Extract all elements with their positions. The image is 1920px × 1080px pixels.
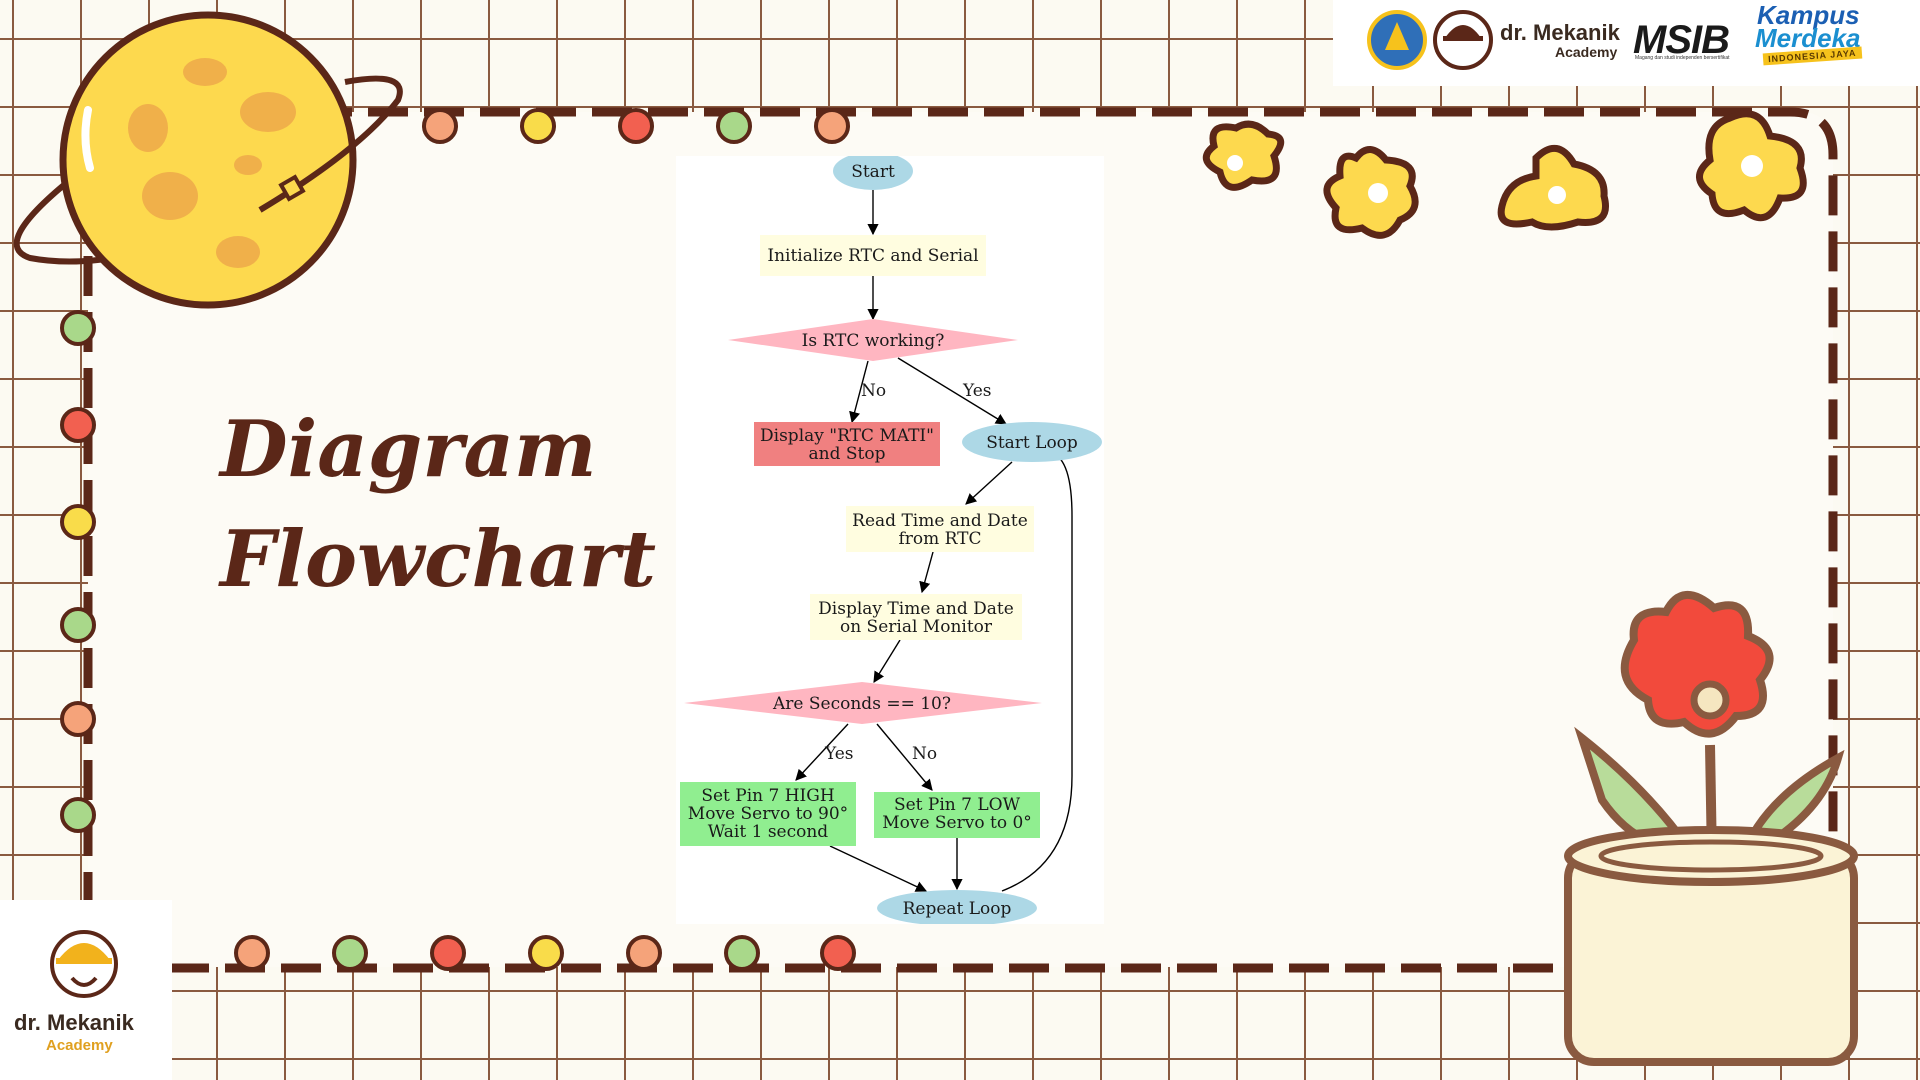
node-high-text-1: Set Pin 7 HIGH: [701, 786, 834, 806]
node-display-text-1: Display Time and Date: [818, 599, 1014, 619]
edge-sec-no: [876, 723, 933, 791]
node-start-text: Start: [851, 162, 895, 182]
flowchart-diagram: No Yes Yes No Start Initialize RTC and S…: [680, 156, 1102, 924]
edge-loop-read: [965, 461, 1013, 505]
corner-logo: dr. Mekanik Academy: [0, 900, 172, 1080]
node-sec-check-text: Are Seconds == 10?: [772, 694, 951, 714]
node-low-text-2: Move Servo to 0°: [882, 813, 1032, 833]
mekanik-helmet-icon: [1435, 10, 1493, 70]
node-high-text-2: Move Servo to 90°: [688, 804, 848, 824]
edge-sec-yes: [795, 723, 849, 781]
node-read-text-1: Read Time and Date: [852, 511, 1028, 531]
edge-check-yes: [897, 357, 1007, 425]
title-line-1: Diagram: [220, 404, 597, 495]
node-high-text-3: Wait 1 second: [708, 822, 829, 842]
corner-helmet-icon: [50, 930, 118, 998]
node-high: Set Pin 7 HIGH Move Servo to 90° Wait 1 …: [680, 782, 856, 846]
node-rtc-fail-text-1: Display "RTC MATI": [760, 426, 934, 446]
label-sec-yes: Yes: [824, 744, 854, 764]
kampus-logo-line-1: Kampus: [1757, 0, 1860, 30]
node-start-loop-text: Start Loop: [986, 433, 1078, 453]
node-rtc-check: Is RTC working?: [728, 319, 1018, 361]
flowchart-panel: No Yes Yes No Start Initialize RTC and S…: [676, 156, 1104, 924]
node-display-text-2: on Serial Monitor: [840, 617, 993, 637]
node-repeat-text: Repeat Loop: [903, 899, 1012, 919]
label-sec-no: No: [912, 744, 937, 764]
mekanik-logo-name: dr. Mekanik: [1500, 20, 1620, 45]
corner-logo-name: dr. Mekanik: [14, 1010, 134, 1035]
node-rtc-fail-text-2: and Stop: [809, 444, 886, 464]
msib-tagline: Magang dan studi independen bersertifika…: [1635, 55, 1730, 61]
edge-repeat-loop: [1001, 448, 1073, 892]
node-read-text-2: from RTC: [898, 529, 981, 549]
flowchart-edges: [795, 190, 1073, 892]
node-low: Set Pin 7 LOW Move Servo to 0°: [874, 792, 1040, 838]
label-rtc-yes: Yes: [962, 381, 992, 401]
node-rtc-fail: Display "RTC MATI" and Stop: [754, 422, 940, 466]
node-repeat: Repeat Loop: [877, 890, 1037, 924]
slide-title: Diagram Flowchart: [220, 395, 656, 615]
node-init-text: Initialize RTC and Serial: [767, 246, 978, 266]
title-line-2: Flowchart: [220, 514, 657, 605]
node-start: Start: [833, 156, 913, 190]
logo-icons: [1367, 10, 1453, 70]
corner-logo-sub: Academy: [46, 1037, 113, 1054]
kampus-logo-line-2: Merdeka: [1755, 23, 1861, 53]
msib-logo: MSIB: [1633, 18, 1730, 62]
node-sec-check: Are Seconds == 10?: [684, 682, 1042, 724]
edge-check-no: [849, 360, 869, 424]
mekanik-logo-sub: Academy: [1555, 44, 1618, 60]
node-low-text-1: Set Pin 7 LOW: [894, 795, 1021, 815]
node-rtc-check-text: Is RTC working?: [802, 331, 945, 351]
edge-display-sec: [873, 639, 901, 683]
edge-read-display: [919, 551, 934, 594]
node-start-loop: Start Loop: [962, 422, 1102, 462]
node-read: Read Time and Date from RTC: [846, 506, 1034, 552]
node-display: Display Time and Date on Serial Monitor: [810, 594, 1022, 640]
node-init: Initialize RTC and Serial: [760, 235, 986, 276]
label-rtc-no: No: [861, 381, 886, 401]
partner-logos: dr. Mekanik Academy MSIB Magang dan stud…: [1333, 0, 1920, 86]
edge-high-repeat: [829, 845, 928, 892]
